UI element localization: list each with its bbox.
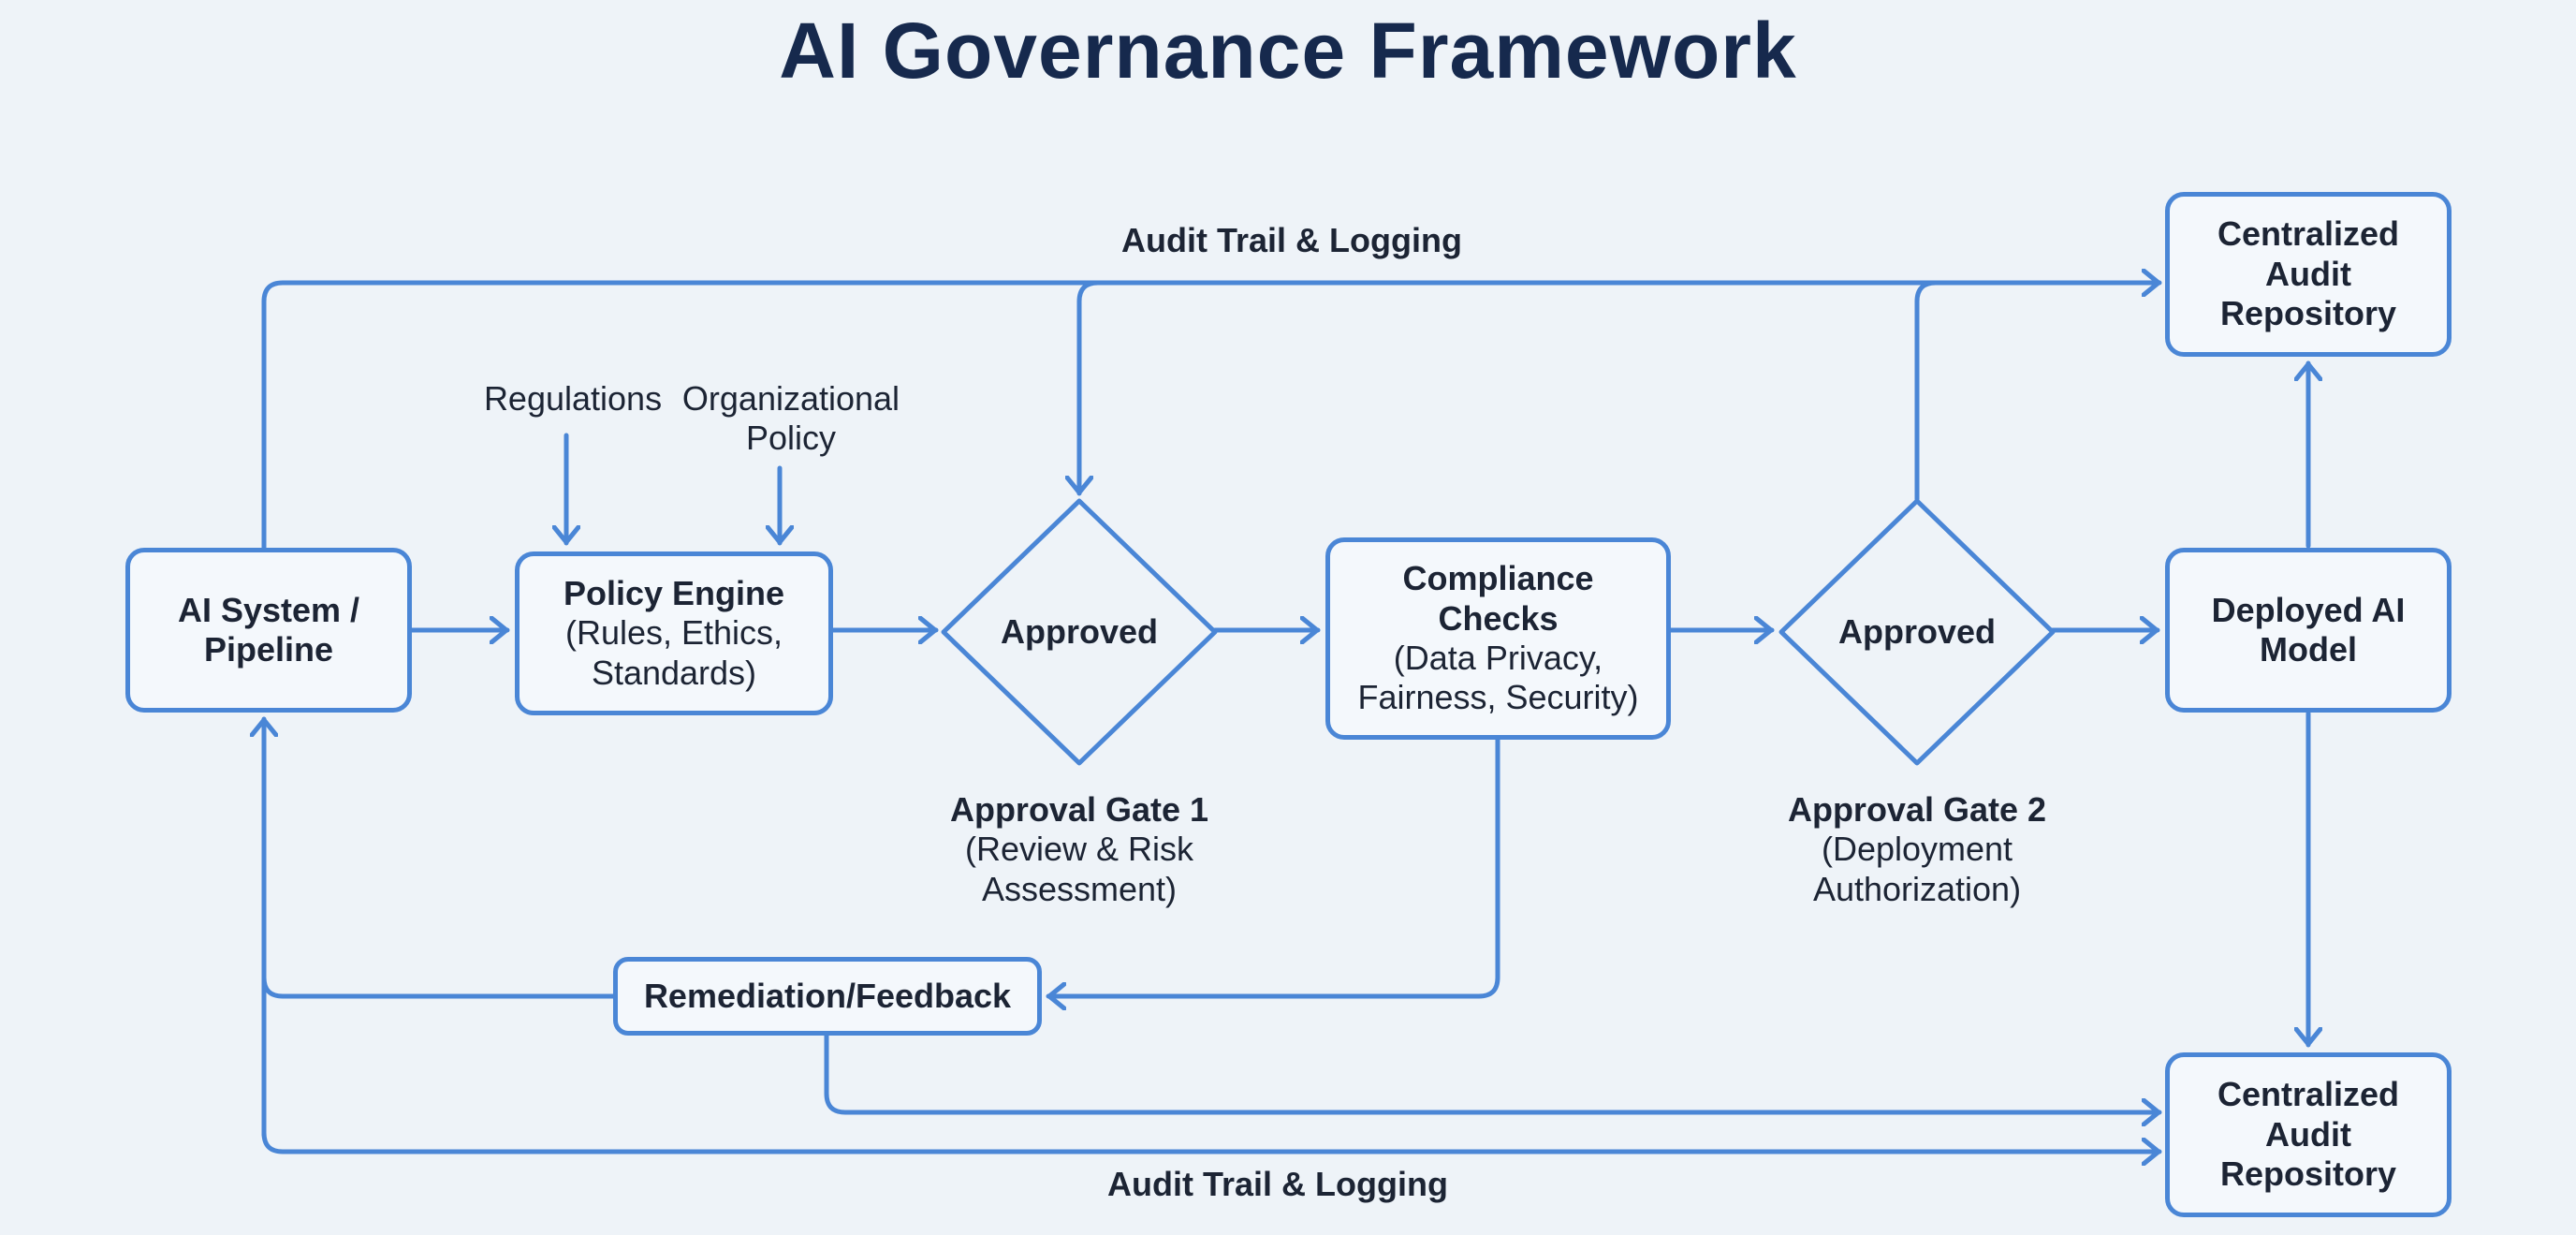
audit-repository-bottom-node[interactable]: Centralized Audit Repository — [2165, 1052, 2452, 1217]
audit-bottom-line1: Centralized — [2217, 1075, 2400, 1114]
deployed-model-node[interactable]: Deployed AI Model — [2165, 548, 2452, 713]
compliance-title2: Checks — [1438, 598, 1559, 638]
gate1-diamond — [941, 498, 1218, 766]
gate1-caption-line2: Assessment) — [981, 869, 1178, 908]
edge-audit-to-gate1 — [1079, 280, 1101, 496]
policy-engine-line1: (Rules, Ethics, — [564, 613, 783, 653]
compliance-line1: (Data Privacy, — [1393, 639, 1603, 677]
org-policy-label: Organizational Policy — [655, 379, 927, 459]
policy-engine-node[interactable]: Policy Engine (Rules, Ethics, Standards) — [515, 551, 833, 715]
ai-system-node[interactable]: AI System / Pipeline — [125, 548, 412, 713]
org-policy-line2: Policy — [745, 419, 837, 458]
policy-engine-line2: Standards) — [591, 653, 757, 692]
gate2-caption-line1: (Deployment — [1821, 830, 2013, 869]
compliance-line2: Fairness, Security) — [1357, 678, 1639, 717]
audit-repository-top-node[interactable]: Centralized Audit Repository — [2165, 192, 2452, 357]
gate1-label[interactable]: Approved — [1000, 612, 1158, 651]
audit-top-line3: Repository — [2219, 294, 2397, 333]
regulations-label: Regulations — [483, 379, 663, 418]
remediation-label: Remediation/Feedback — [643, 976, 1012, 1015]
gate2-label[interactable]: Approved — [1837, 612, 1996, 651]
audit-trail-bottom-label: Audit Trail & Logging — [1107, 1165, 1448, 1203]
remediation-feedback-node[interactable]: Remediation/Feedback — [613, 957, 1042, 1036]
audit-top-line2: Audit — [2265, 254, 2351, 293]
page-title: AI Governance Framework — [779, 7, 1797, 95]
gate2-caption-line2: Authorization) — [1812, 869, 2022, 908]
edge-remediation-to-audit-bottom — [824, 1033, 2162, 1112]
compliance-node[interactable]: Compliance Checks (Data Privacy, Fairnes… — [1325, 537, 1671, 740]
gate1-caption-title: Approval Gate 1 — [949, 790, 1209, 829]
gate2-caption: Approval Gate 2 (Deployment Authorizatio… — [1739, 790, 2095, 909]
edge-remediation-to-ai — [261, 975, 616, 999]
audit-trail-top-label: Audit Trail & Logging — [1121, 221, 1462, 259]
org-policy-line1: Organizational — [681, 379, 900, 418]
deployed-line2: Model — [2260, 630, 2357, 669]
policy-engine-title: Policy Engine — [563, 573, 785, 612]
gate2-diamond — [1778, 498, 2056, 766]
deployed-line1: Deployed AI — [2211, 590, 2406, 629]
gate1-caption: Approval Gate 1 (Review & Risk Assessmen… — [901, 790, 1257, 909]
ai-system-line2: Pipeline — [203, 630, 334, 669]
audit-top-line1: Centralized — [2217, 214, 2400, 254]
edge-audit-trail-top — [261, 283, 2162, 551]
ai-system-line1: AI System / — [177, 590, 360, 629]
edge-audit-trail-bottom — [261, 1130, 2162, 1152]
gate2-caption-title: Approval Gate 2 — [1787, 790, 2047, 829]
audit-bottom-line3: Repository — [2219, 1154, 2397, 1194]
gate1-caption-line1: (Review & Risk — [964, 830, 1194, 869]
edge-compliance-to-remediation — [1046, 737, 1500, 996]
audit-bottom-line2: Audit — [2265, 1114, 2351, 1154]
edge-gate2-to-audit-top — [1914, 280, 1939, 502]
compliance-title1: Compliance — [1402, 559, 1594, 598]
